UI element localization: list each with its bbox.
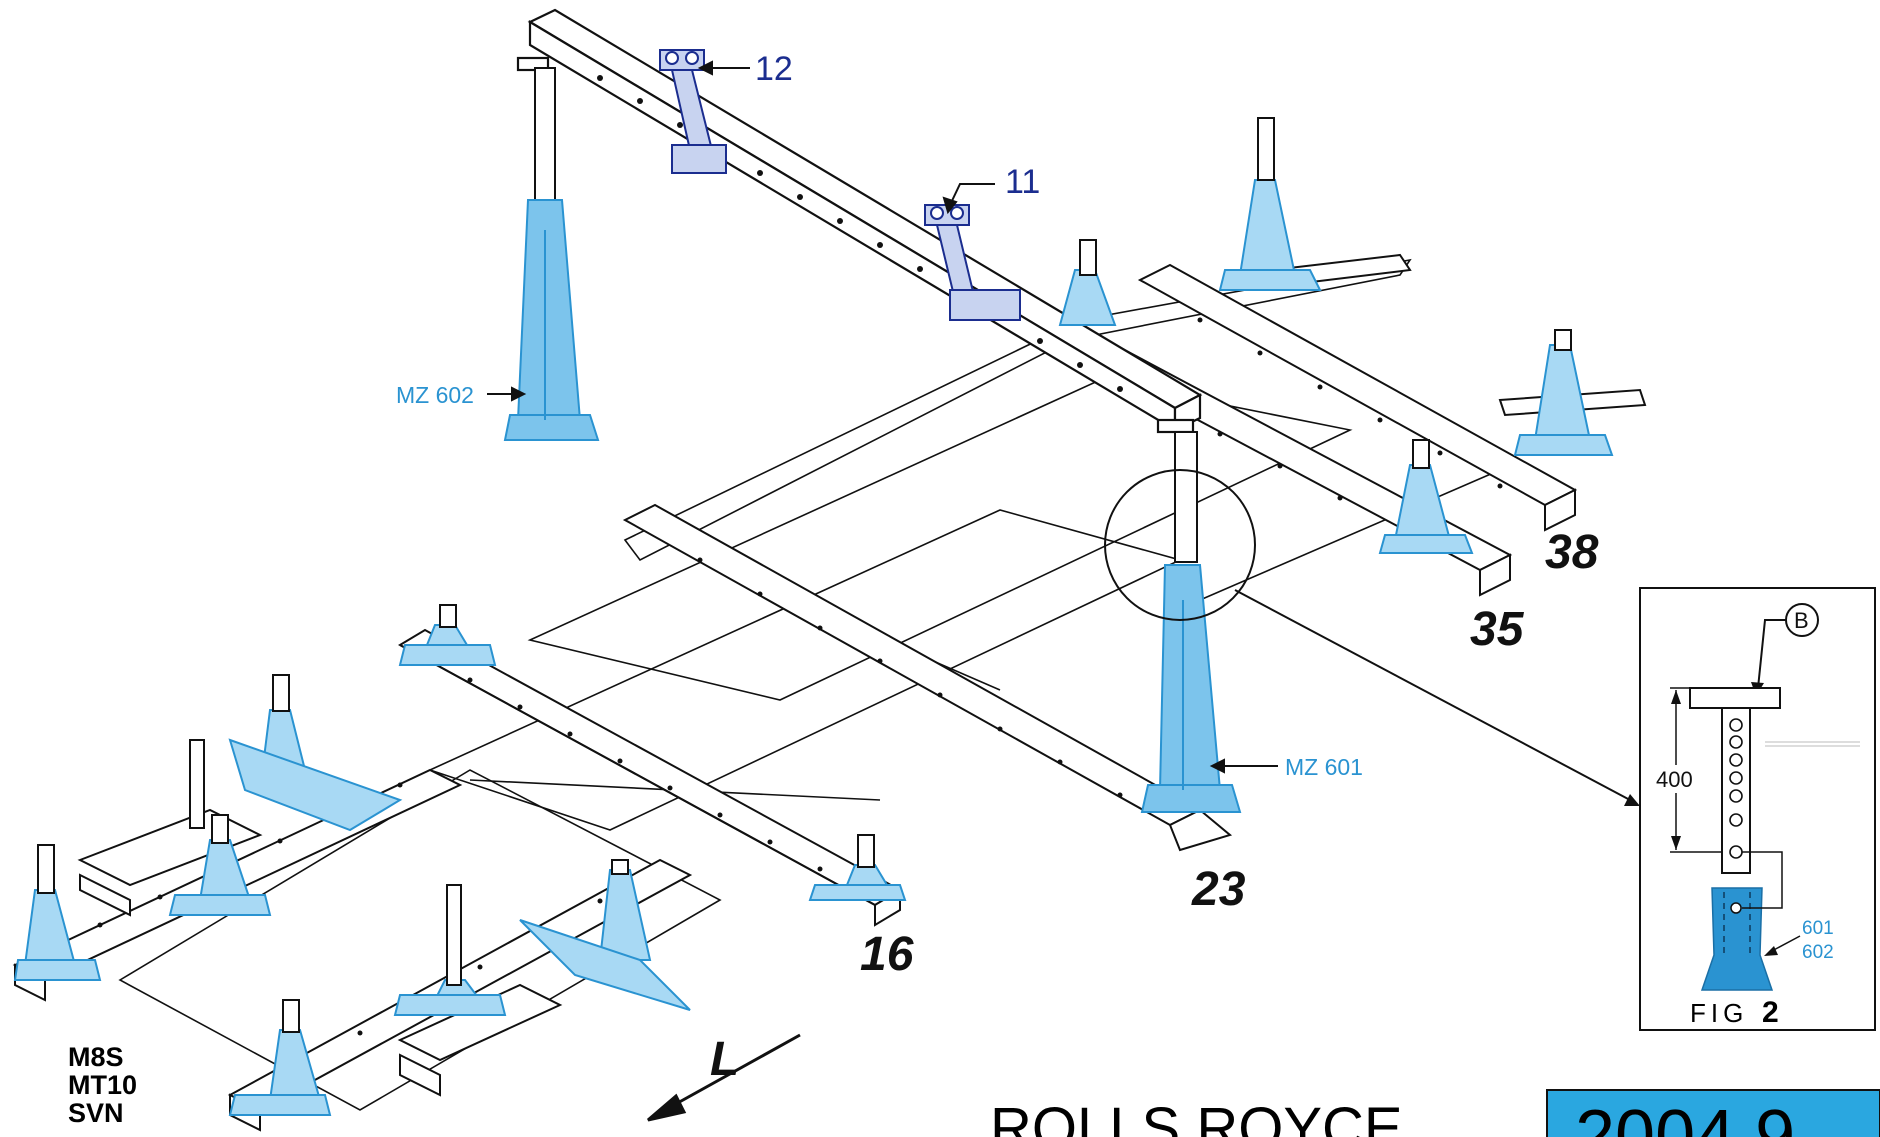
leaders	[487, 60, 1278, 774]
label-dir-L: L	[710, 1033, 739, 1086]
fig-part-602: 602	[1802, 942, 1834, 963]
gantry-post-right	[1174, 431, 1198, 563]
gantry-post-left	[534, 67, 556, 204]
direction-arrow	[647, 1033, 801, 1122]
rail-holes	[97, 317, 1503, 1068]
label-num-38: 38	[1545, 526, 1599, 579]
fig-label: FIG	[1690, 998, 1748, 1028]
support-mz601	[1140, 564, 1242, 813]
bracket-11	[924, 204, 1021, 321]
stand-posts	[37, 117, 1572, 1033]
detail-circle	[1104, 469, 1640, 806]
model-2: MT10	[68, 1070, 137, 1100]
label-num-16: 16	[860, 928, 914, 981]
fig-2-detail: B 400 601 602 FIG 2	[1639, 587, 1876, 1031]
stands	[13, 179, 1614, 1116]
model-1: M8S	[68, 1042, 124, 1072]
label-mz602: MZ 602	[396, 382, 474, 408]
dimension-label: 400	[1656, 767, 1693, 792]
bracket-12	[659, 49, 727, 174]
label-part-12: 12	[755, 50, 793, 88]
model-3: SVN	[68, 1098, 124, 1128]
callout-label: B	[1794, 608, 1809, 633]
fig-part-601: 601	[1802, 918, 1834, 939]
gantry-beam	[516, 8, 1203, 434]
vehicle-title: ROLLS ROYCE	[990, 1096, 1403, 1137]
label-part-11: 11	[1005, 163, 1040, 201]
label-num-35: 35	[1470, 603, 1525, 656]
label-num-23: 23	[1191, 863, 1246, 916]
reference-number: 2004.9	[1575, 1096, 1795, 1137]
fig-number: 2	[1762, 996, 1779, 1029]
floor-plates	[118, 258, 1501, 1111]
support-mz602	[503, 199, 600, 441]
reference-badge: 2004.9	[1546, 1089, 1880, 1137]
rail-38	[1137, 253, 1647, 532]
label-mz601: MZ 601	[1285, 754, 1363, 780]
